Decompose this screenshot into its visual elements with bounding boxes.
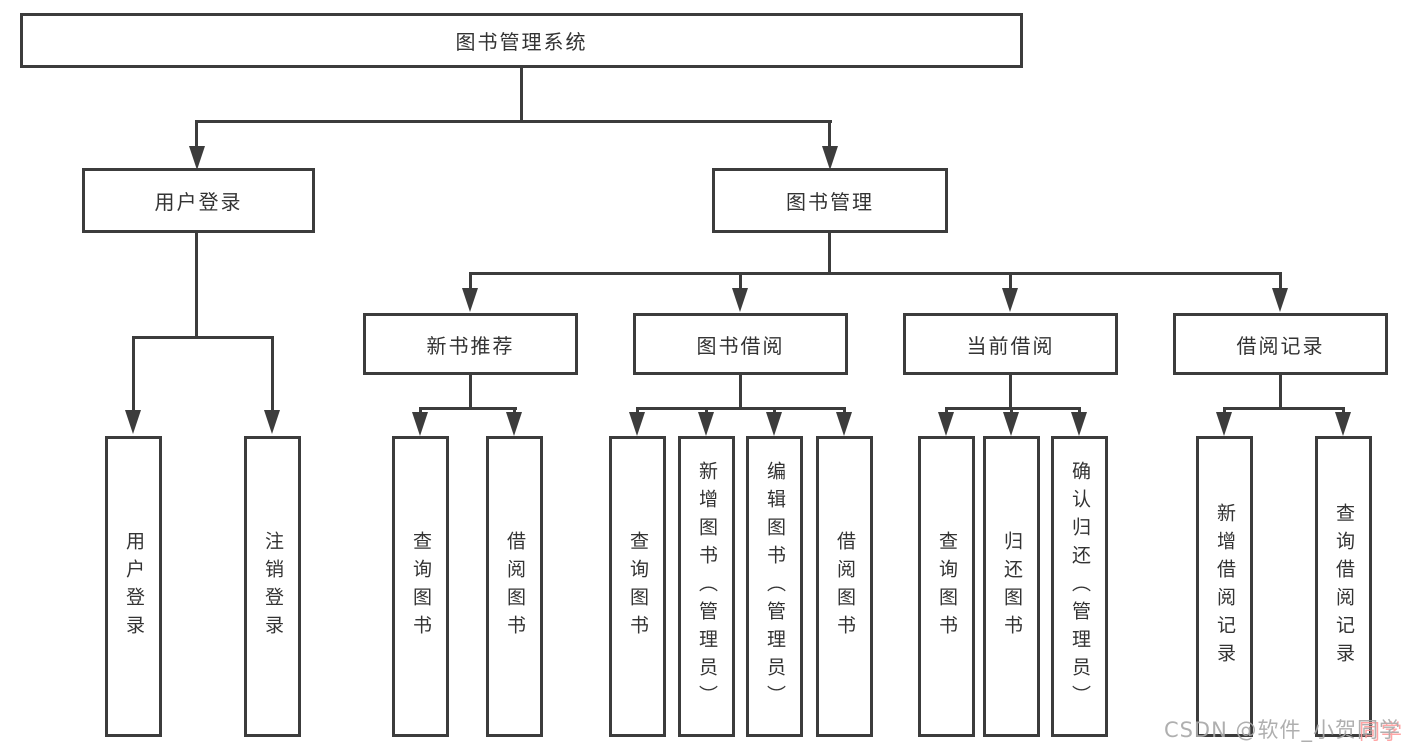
connector-leaf-arm [1078,407,1081,416]
connector-leaf-arm [419,407,422,416]
node-leaf-borrow-books: 借阅图书 [486,436,543,737]
connector-arm-new-book-rec [469,272,472,290]
node-label: 编辑图书（管理员） [764,460,786,713]
connector-arm-leaf-logout [271,336,274,412]
arrow-down-icon [264,410,280,434]
connector-group-stem [469,375,472,409]
arrow-down-icon [125,410,141,434]
node-leaf-confirm-return-admin: 确认归还（管理员） [1051,436,1108,737]
node-label: 查询图书 [936,530,958,643]
arrow-down-icon [938,412,954,436]
node-label: 图书借阅 [696,333,785,358]
node-new-book-recommend: 新书推荐 [363,313,578,375]
node-leaf-query-books: 查询图书 [918,436,975,737]
node-leaf-query-books: 查询图书 [609,436,666,737]
node-book-borrowing: 图书借阅 [633,313,848,375]
connector-leaf-arm [1010,407,1013,416]
watermark-suffix: 同学 [1357,718,1401,742]
node-leaf-edit-books-admin: 编辑图书（管理员） [746,436,803,737]
node-label: 确认归还（管理员） [1069,460,1091,713]
csdn-watermark: CSDN @软件_小贺同学 [1164,714,1401,744]
node-leaf-logout: 注销登录 [244,436,301,737]
arrow-down-icon [412,412,428,436]
node-label: 新增借阅记录 [1214,502,1236,671]
arrow-down-icon [506,412,522,436]
connector-leaf-arm [513,407,516,416]
connector-leaf-arm [773,407,776,416]
connector-user-login-stem [195,233,198,338]
arrow-down-icon [766,412,782,436]
node-label: 注销登录 [262,530,284,643]
connector-arm-borrow-records [1279,272,1282,290]
connector-arm-leaf-login [132,336,135,412]
node-leaf-add-books-admin: 新增图书（管理员） [678,436,735,737]
node-leaf-borrow-books: 借阅图书 [816,436,873,737]
node-label: 用户登录 [123,530,145,643]
arrow-down-icon [189,146,205,170]
node-label: 查询借阅记录 [1333,502,1355,671]
node-label: 用户登录 [154,190,243,214]
connector-arm-current-borrow [1009,272,1012,290]
arrow-down-icon [1003,412,1019,436]
node-leaf-query-borrow-record: 查询借阅记录 [1315,436,1372,737]
watermark-prefix: CSDN @软件_小贺 [1163,718,1357,742]
arrow-down-icon [462,288,478,312]
node-borrowing-records: 借阅记录 [1173,313,1388,375]
arrow-down-icon [1216,412,1232,436]
node-label: 查询图书 [627,530,649,643]
connector-arm-book-borrow [739,272,742,290]
node-leaf-query-books: 查询图书 [392,436,449,737]
node-label: 借阅图书 [504,530,526,643]
connector-group-stem [1009,375,1012,409]
connector-user-login-rail [132,336,274,339]
arrow-down-icon [698,412,714,436]
arrow-down-icon [1272,288,1288,312]
arrow-down-icon [629,412,645,436]
arrow-down-icon [1002,288,1018,312]
connector-leaf-arm [1223,407,1226,416]
node-label: 图书管理系统 [455,30,588,54]
connector-book-mgmt-rail [469,272,1282,275]
arrow-down-icon [822,146,838,170]
connector-group-rail [945,407,1081,410]
node-library-management-system: 图书管理系统 [20,13,1023,68]
connector-leaf-arm [843,407,846,416]
connector-leaf-arm [945,407,948,416]
node-current-borrowing: 当前借阅 [903,313,1118,375]
connector-group-rail [1223,407,1345,410]
node-book-management: 图书管理 [712,168,948,233]
node-label: 借阅记录 [1236,333,1325,358]
node-label: 新增图书（管理员） [696,460,718,713]
connector-root-rail [195,120,832,123]
node-user-login: 用户登录 [82,168,315,233]
connector-leaf-arm [636,407,639,416]
connector-group-stem [1279,375,1282,409]
node-leaf-user-login: 用户登录 [105,436,162,737]
node-label: 新书推荐 [426,333,515,358]
connector-root-stem [520,68,523,121]
connector-arm-book-mgmt [828,120,831,150]
node-leaf-return-books: 归还图书 [983,436,1040,737]
node-label: 查询图书 [410,530,432,643]
node-label: 当前借阅 [966,333,1055,358]
node-label: 借阅图书 [834,530,856,643]
connector-leaf-arm [705,407,708,416]
arrow-down-icon [1335,412,1351,436]
connector-leaf-arm [1342,407,1345,416]
node-label: 归还图书 [1001,530,1023,643]
connector-group-rail [419,407,517,410]
connector-book-mgmt-stem [828,233,831,274]
node-label: 图书管理 [786,190,874,214]
connector-arm-user-login [195,120,198,150]
arrow-down-icon [732,288,748,312]
arrow-down-icon [1071,412,1087,436]
node-leaf-add-borrow-record: 新增借阅记录 [1196,436,1253,737]
arrow-down-icon [836,412,852,436]
connector-group-rail [636,407,846,410]
connector-group-stem [739,375,742,409]
